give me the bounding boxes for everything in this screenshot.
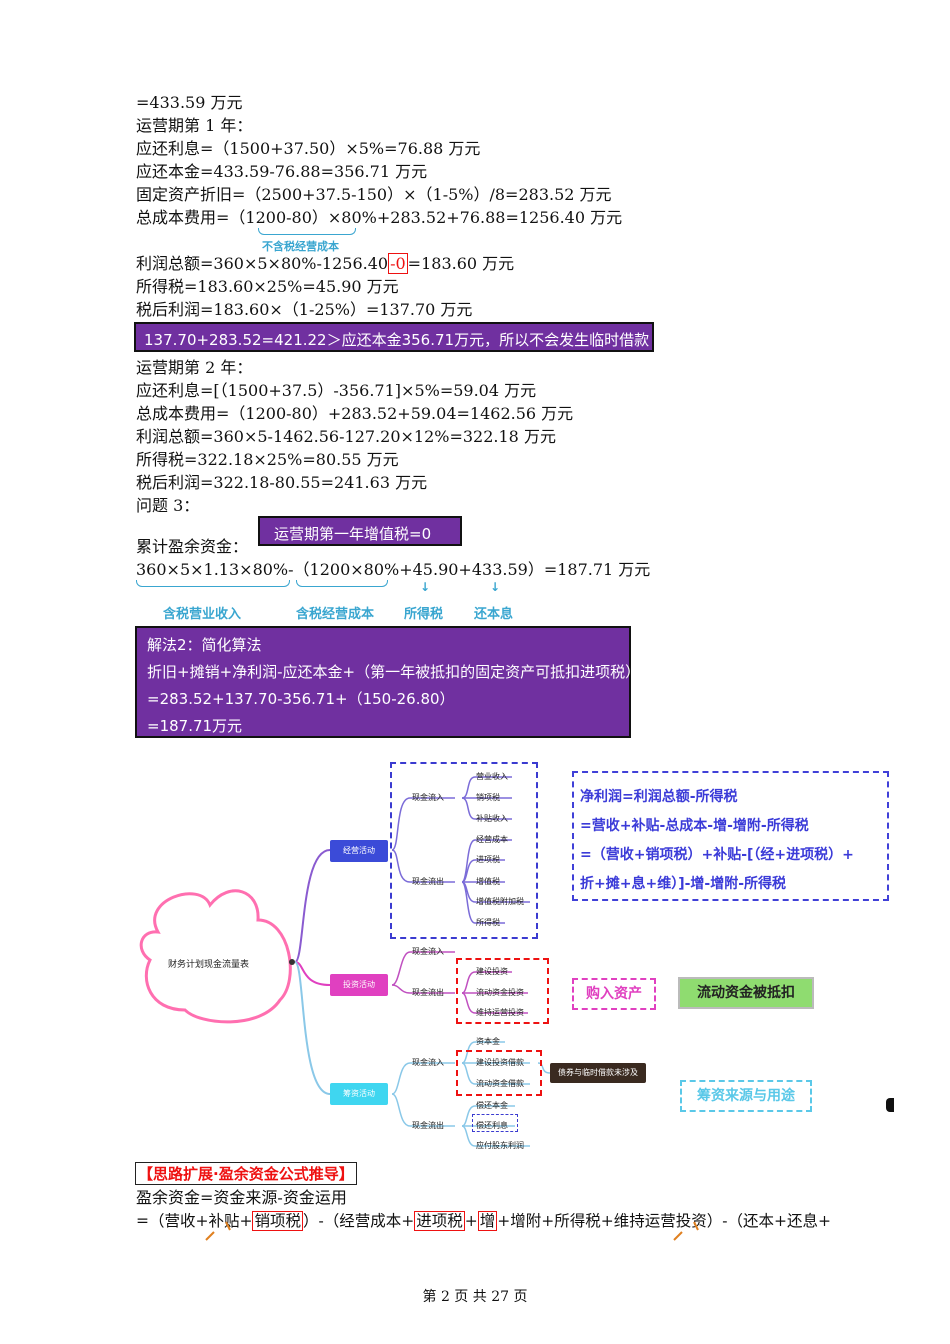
mm-item: 营业收入 [476,772,508,781]
working-capital-box: 流动资金被抵扣 [678,977,814,1009]
tax-revenue-note: 含税营业收入 [163,607,242,622]
text-line: 总成本费用=（1200-80）+283.52+59.04=1462.56 万元 [136,404,574,423]
arrow-icon: ↓ [490,580,501,594]
node-investing: 投资活动 [330,974,388,996]
text-line: 应还本金=433.59-76.88=356.71 万元 [136,162,428,181]
mm-item: 所得税 [476,918,500,927]
interest-dashbox [472,1114,518,1132]
text-line: 税后利润=322.18-80.55=241.63 万元 [136,473,428,492]
mm-item: 增值税 [476,877,500,886]
formula-line: =（营收+补贴+销项税）-（经营成本+进项税+增+增附+所得税+维持运营投资）-… [136,1211,831,1231]
cash-out-label: 现金流出 [412,988,444,997]
arrow-icon: ↓ [420,580,431,594]
mm-item: 增值税附加税 [476,897,524,906]
zero-highlight: -0 [388,253,408,274]
repay-note: 还本息 [474,607,514,622]
text-line: 运营期第 1 年： [136,116,253,135]
mm-item: 销项税 [476,793,500,802]
mm-item: 流动资金借款 [476,1079,524,1088]
node-operating: 经营活动 [330,840,388,862]
root-cloud [139,889,292,1024]
text-line: =433.59 万元 [136,93,243,112]
cash-in-label: 现金流入 [412,1058,444,1067]
cash-in-label: 现金流入 [412,793,444,802]
bond-note: 债券与临时借款未涉及 [550,1063,646,1083]
financing-dashbox [456,1050,542,1096]
text-line: 总成本费用=（1200-80）×80%+283.52+76.88=1256.40… [136,208,623,227]
operating-dashbox [390,762,538,939]
vat-zero-box: 运营期第一年增值税=0 [258,516,462,546]
text-line: 盈余资金=资金来源-资金运用 [136,1188,347,1207]
income-tax-note: 所得税 [404,607,444,622]
funding-box: 筹资来源与用途 [680,1080,812,1112]
mm-item: 资本金 [476,1037,500,1046]
no-loan-box: 137.70+283.52=421.22＞应还本金356.71万元，所以不会发生… [134,322,654,352]
text-line: 运营期第 2 年： [136,358,253,377]
net-profit-box: 净利润=利润总额-所得税 =营收+补贴-总成本-增-增附-所得税 =（营收+销项… [572,771,889,901]
expansion-title: 【思路扩展·盈余资金公式推导】 [135,1162,357,1185]
text-line: 利润总额=360×5×80%-1256.40-0=183.60 万元 [136,253,515,274]
mm-item: 进项税 [476,855,500,864]
text-line: 所得税=322.18×25%=80.55 万元 [136,450,399,469]
text-line: 应还利息=（1500+37.50）×5%=76.88 万元 [136,139,481,158]
method2-line: =283.52+137.70-356.71+（150-26.80） [147,690,455,708]
page-footer: 第 2 页 共 27 页 [422,1289,528,1305]
text-line: 固定资产折旧=（2500+37.5-150）×（1-5%）/8=283.52 万… [136,185,612,204]
method2-line: =187.71万元 [147,717,243,735]
mm-item: 应付股东利润 [476,1141,524,1150]
tax-cost-note: 含税经营成本 [296,607,375,622]
mindmap-root: 财务计划现金流量表 [168,960,250,970]
text-line: 所得税=183.60×25%=45.90 万元 [136,277,399,296]
mm-item: 建设投资 [476,967,508,976]
edge-marker [886,1098,894,1112]
buy-assets-box: 购入资产 [572,978,656,1010]
cash-in-label: 现金流入 [412,947,444,956]
method2-line: 解法2：简化算法 [147,636,262,654]
mm-item: 补贴收入 [476,814,508,823]
no-tax-cost-note: 不含税经营成本 [262,240,339,253]
mm-item: 偿还本金 [476,1101,508,1110]
text-line: 税后利润=183.60×（1-25%）=137.70 万元 [136,300,473,319]
mm-item: 偿还利息 [476,1121,508,1130]
investing-dashbox [456,958,549,1024]
method2-box: 解法2：简化算法 折旧+摊销+净利润-应还本金+（第一年被抵扣的固定资产可抵扣进… [135,626,641,738]
mm-item: 建设投资借款 [476,1058,524,1067]
node-financing: 筹资活动 [330,1083,388,1105]
method2-line: 折旧+摊销+净利润-应还本金+（第一年被抵扣的固定资产可抵扣进项税） [147,663,641,681]
text-line: 360×5×1.13×80%-（1200×80%+45.90+433.59）=1… [136,560,651,579]
text-line: 累计盈余资金： [136,537,249,556]
mm-item: 维持运营投资 [476,1008,524,1017]
text-line: 利润总额=360×5-1462.56-127.20×12%=322.18 万元 [136,427,556,446]
text-line: 问题 3： [136,496,200,515]
mm-item: 经营成本 [476,835,508,844]
text-line: 应还利息=[（1500+37.5）-356.71]×5%=59.04 万元 [136,381,537,400]
cash-out-label: 现金流出 [412,877,444,886]
mm-item: 流动资金投资 [476,988,524,997]
collapse-dot [289,959,295,965]
cash-out-label: 现金流出 [412,1121,444,1130]
